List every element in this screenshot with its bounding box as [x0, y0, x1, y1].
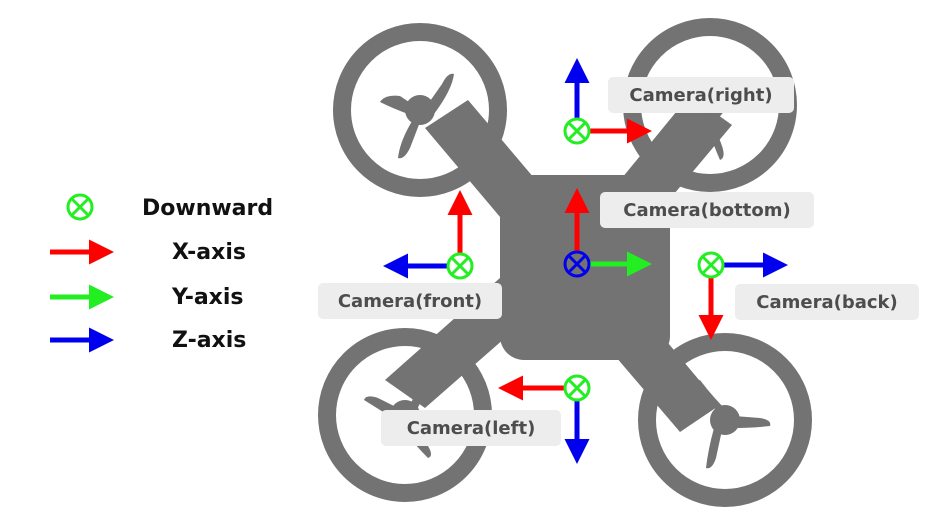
axes-camera-bottom: [563, 188, 652, 278]
axes-camera-front: [383, 190, 474, 280]
camera-label-front: Camera(front): [318, 283, 502, 319]
camera-label-back: Camera(back): [735, 284, 919, 320]
legend-downward-icon: [66, 193, 94, 221]
axes-camera-back: [697, 251, 788, 340]
axes-camera-left: [498, 374, 591, 464]
propeller-bottom-right: [697, 380, 771, 469]
downward-marker-icon: [563, 374, 591, 402]
camera-label-left: Camera(left): [381, 410, 561, 446]
prop-ring-bottom-right: [638, 333, 812, 507]
downward-marker-icon: [697, 251, 725, 279]
legend-y-axis-label: Y-axis: [171, 285, 244, 310]
legend-x-axis-label: X-axis: [172, 240, 246, 265]
downward-marker-icon: [563, 117, 591, 145]
downward-marker-icon: [446, 252, 474, 280]
camera-label-left-text: Camera(left): [407, 418, 536, 439]
legend-z-axis-label: Z-axis: [172, 328, 246, 353]
camera-label-back-text: Camera(back): [756, 292, 897, 313]
legend-downward-label: Downward: [142, 196, 273, 221]
downward-marker-icon: [563, 250, 591, 278]
camera-label-bottom-text: Camera(bottom): [623, 200, 790, 221]
legend: Downward X-axis Y-axis Z-axis: [50, 193, 273, 353]
camera-label-right: Camera(right): [608, 77, 794, 113]
camera-label-front-text: Camera(front): [338, 291, 482, 312]
axes-camera-right: [563, 58, 652, 145]
propeller-top-left: [380, 73, 454, 159]
camera-label-bottom: Camera(bottom): [600, 192, 814, 228]
camera-label-right-text: Camera(right): [629, 85, 772, 106]
prop-ring-top-left: [333, 23, 507, 197]
